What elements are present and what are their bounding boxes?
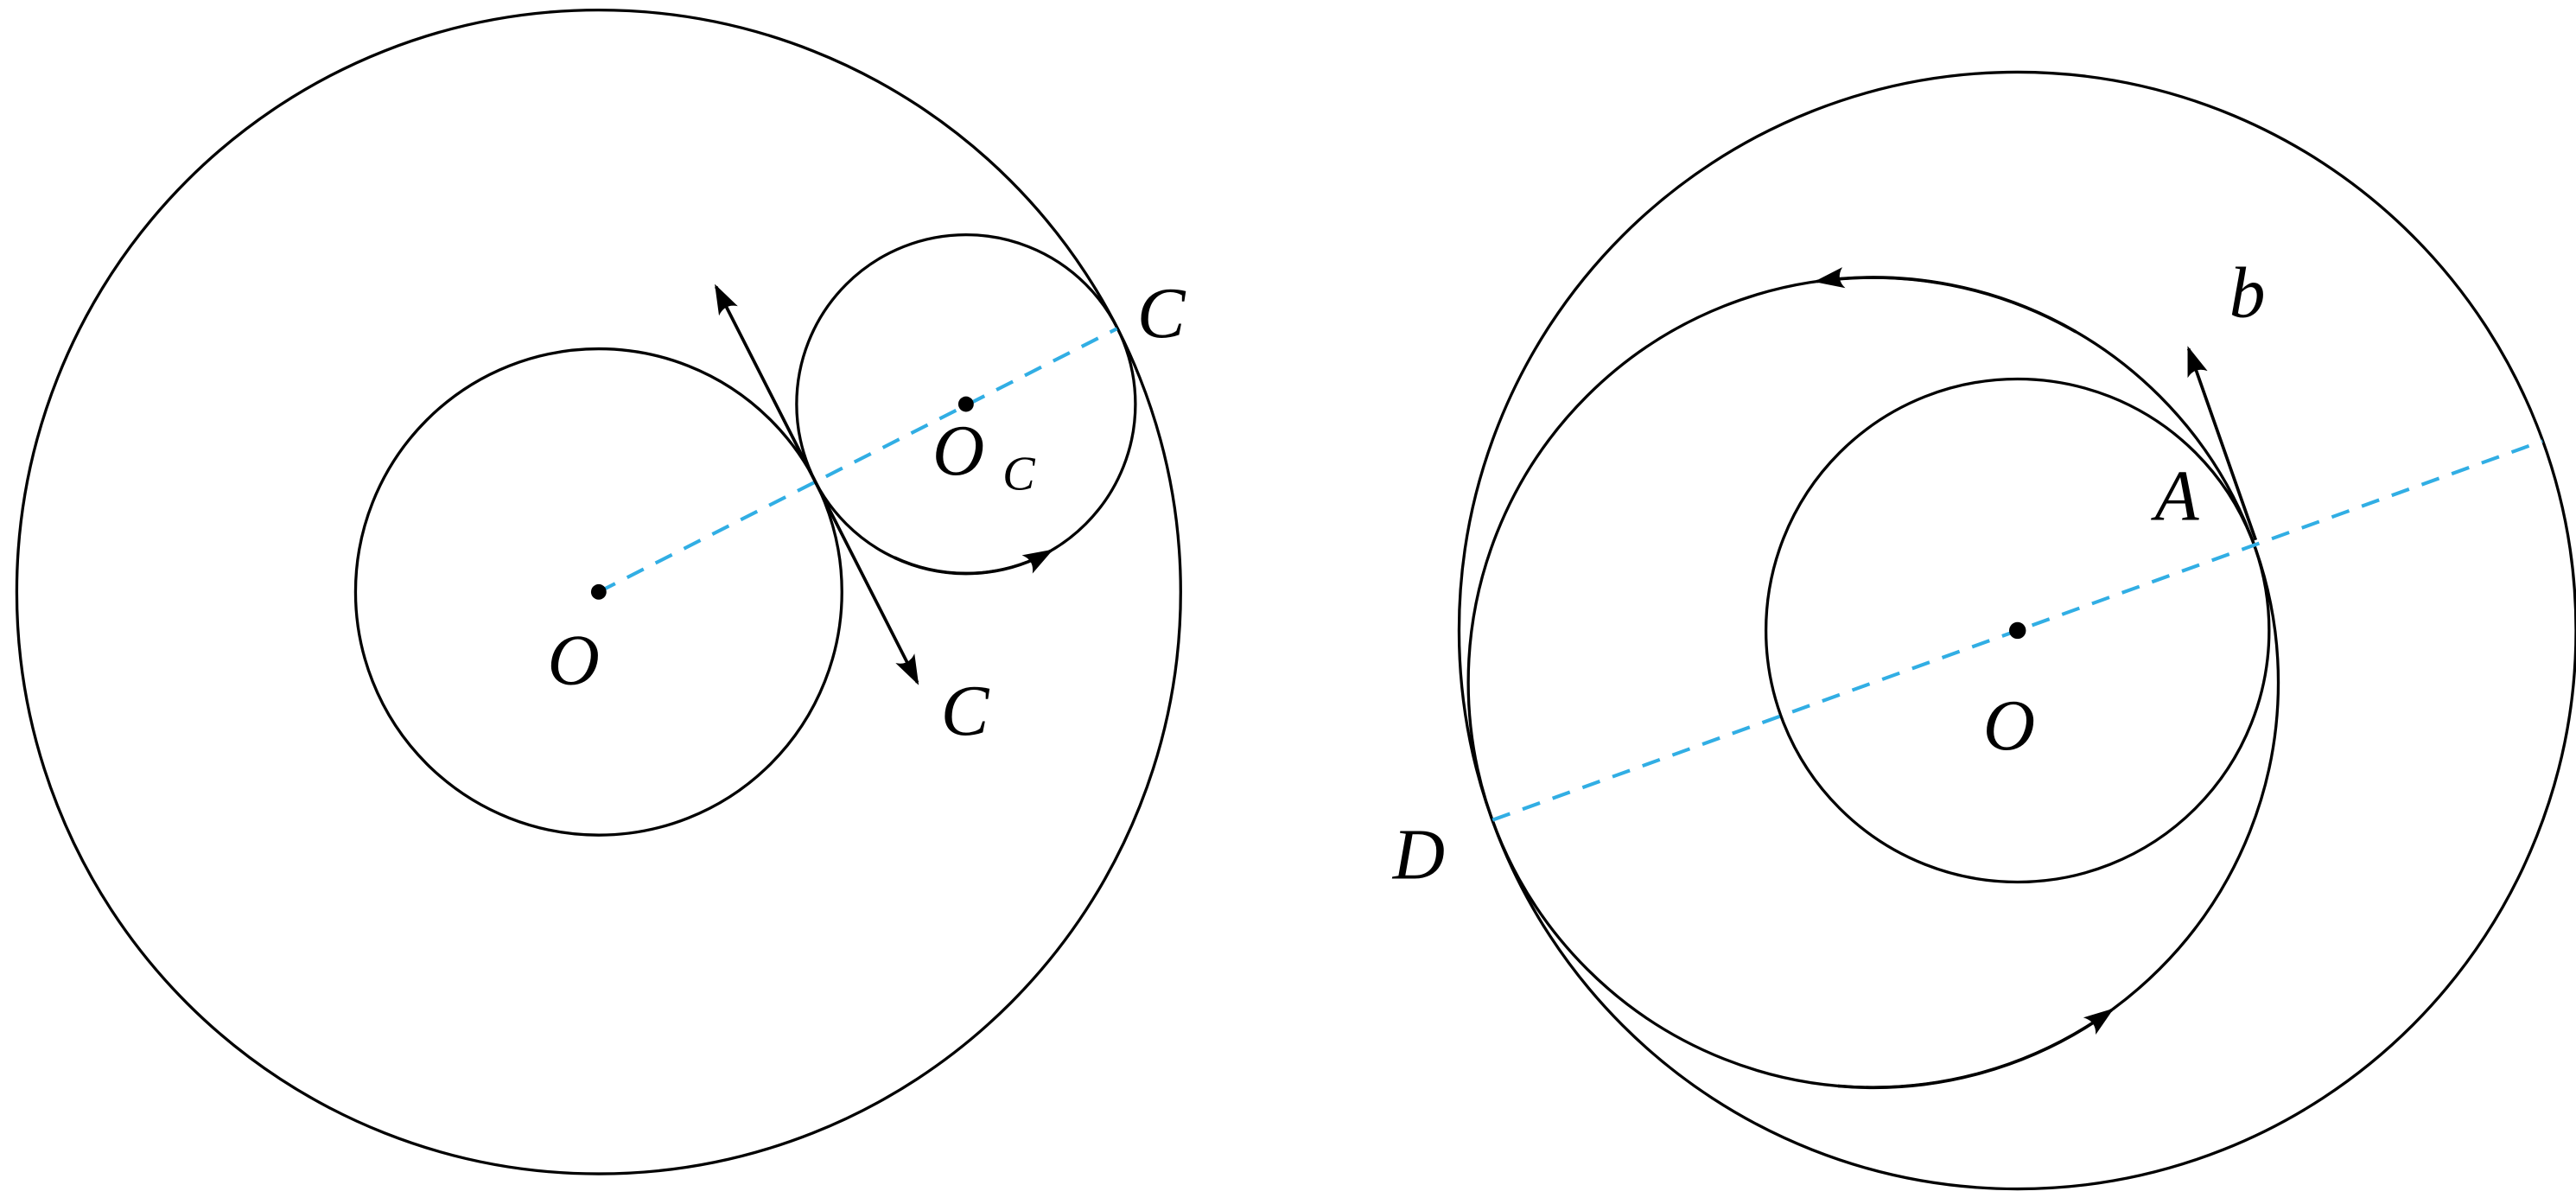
center-oc-dot (957, 396, 974, 412)
label-c-line: C (941, 672, 990, 751)
label-oc: O C (932, 411, 1036, 500)
outer-circle (15, 8, 1182, 1175)
tangent-line-double-arrow (715, 283, 919, 685)
label-b: b (2229, 254, 2266, 334)
right-diagram: D O A b (1392, 70, 2576, 1190)
left-diagram: O O C C C (15, 8, 1186, 1175)
velocity-arrow-b (2186, 346, 2258, 541)
inner-circle (1764, 377, 2271, 884)
center-o-dot (2009, 621, 2026, 640)
label-a: A (2151, 456, 2200, 536)
rotation-arrow-top (1814, 267, 2077, 334)
label-oc-base: O (932, 411, 984, 491)
rolling-circle (1466, 276, 2280, 1089)
label-c-point: C (1137, 274, 1186, 354)
center-o-dot (590, 583, 607, 600)
label-oc-sub: C (1002, 448, 1036, 501)
outer-circle (1458, 70, 2576, 1190)
rotation-arrow (894, 549, 1053, 576)
label-d: D (1392, 816, 1445, 895)
label-o: O (1983, 686, 2035, 766)
rotation-arrow-bottom (1837, 1008, 2115, 1090)
label-o: O (548, 621, 600, 701)
center-line-dashed (597, 327, 1118, 594)
